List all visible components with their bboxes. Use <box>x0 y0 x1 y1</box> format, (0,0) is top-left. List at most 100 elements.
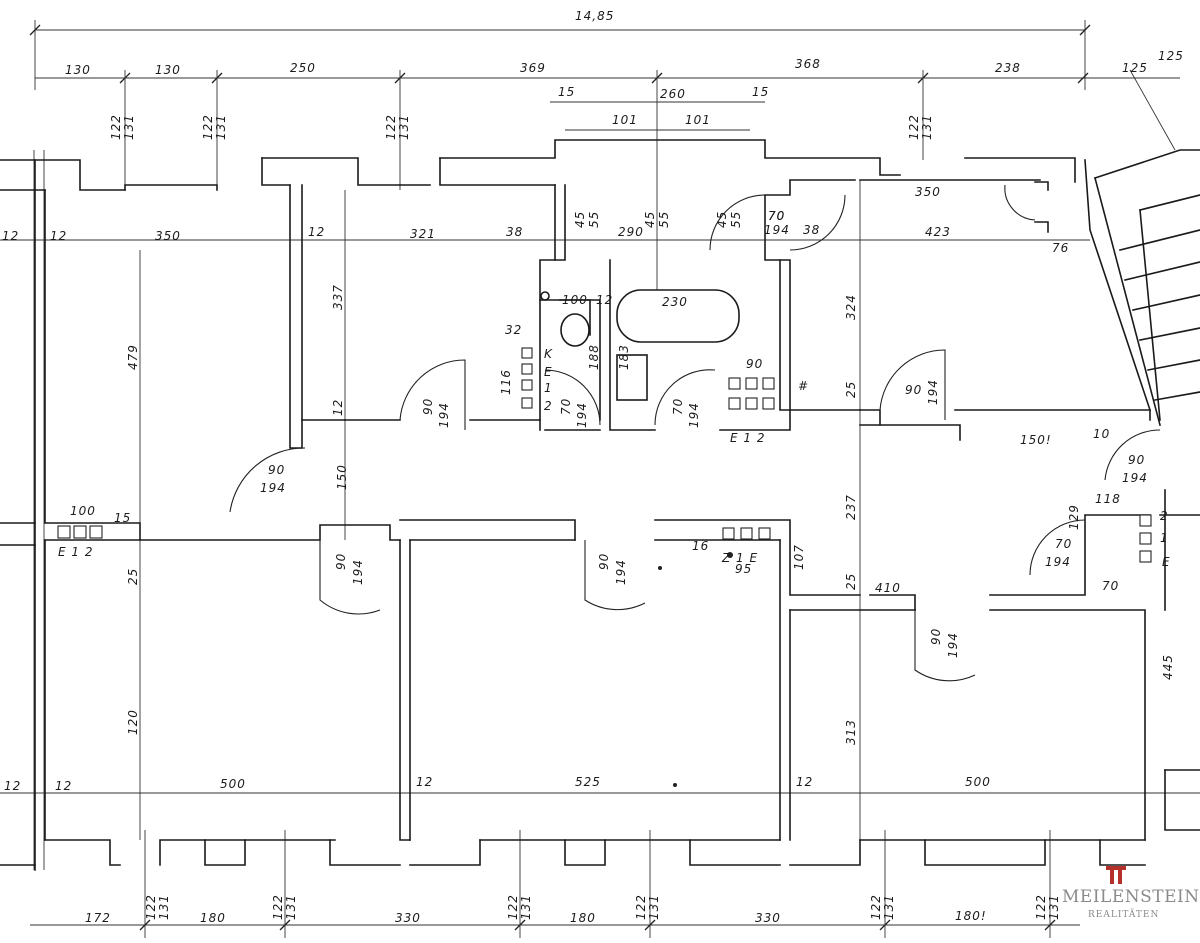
marker-label: E 1 2 <box>730 431 765 445</box>
dim-label: 194 <box>764 223 790 237</box>
logo-name: MEILENSTEIN <box>1062 887 1200 907</box>
dim-label: 100 <box>562 293 588 307</box>
dim-label: 369 <box>520 61 546 75</box>
door-height-label: 194 <box>926 379 940 405</box>
dim-label: 45 <box>715 211 729 228</box>
dim-label: 118 <box>1095 492 1121 506</box>
window-height-label: 122 <box>907 114 921 140</box>
walls <box>0 139 1200 871</box>
door-width-label: 70 <box>768 209 785 223</box>
dim-label: 76 <box>1052 241 1069 255</box>
window-height-label: 122 <box>869 894 883 920</box>
door-width-label: 70 <box>1055 537 1072 551</box>
dim-label: 180 <box>200 911 226 925</box>
dim-label: 130 <box>155 63 181 77</box>
logo-tagline: REALITÄTEN <box>1088 908 1159 920</box>
vent-boxes <box>57 347 1152 787</box>
door-width-label: 70 <box>671 398 685 415</box>
top-dimension-lines <box>0 20 1180 290</box>
dim-label: 12 <box>4 779 21 793</box>
dim-label: 125 <box>1158 49 1184 63</box>
door-width-label: 90 <box>1128 453 1145 467</box>
window-height-label: 131 <box>397 114 411 140</box>
dim-label: 368 <box>795 57 821 71</box>
dim-label: 250 <box>290 61 316 75</box>
dim-label: 479 <box>126 344 140 370</box>
window-height-label: 131 <box>284 894 298 920</box>
dim-label: 15 <box>114 511 131 525</box>
dim-label: 423 <box>925 225 951 239</box>
dim-label: 90 <box>746 357 763 371</box>
door-height-label: 194 <box>575 402 589 428</box>
dim-label: 260 <box>660 87 686 101</box>
window-height-label: 131 <box>519 894 533 920</box>
logo: MEILENSTEIN REALITÄTEN <box>1062 866 1200 920</box>
door-height-label: 194 <box>946 632 960 658</box>
dim-label: 525 <box>575 775 601 789</box>
dim-label: 350 <box>155 229 181 243</box>
window-height-label: 131 <box>882 894 896 920</box>
dim-label: 150 <box>335 464 349 490</box>
dim-label: 290 <box>618 225 644 239</box>
door-height-label: 194 <box>1045 555 1071 569</box>
dim-label: 45 <box>643 211 657 228</box>
window-height-label: 131 <box>122 114 136 140</box>
dim-label: 70 <box>1102 579 1119 593</box>
window-height-label: 122 <box>1034 894 1048 920</box>
dim-label: 25 <box>844 573 858 590</box>
dim-label: 410 <box>875 581 901 595</box>
overall-width-label: 14,85 <box>575 9 614 23</box>
dim-label: 55 <box>657 211 671 228</box>
dim-label: 237 <box>844 494 858 520</box>
dim-label: 337 <box>331 284 345 310</box>
door-width-label: 90 <box>334 553 348 570</box>
door-height-label: 194 <box>437 402 451 428</box>
dim-label: 32 <box>505 323 522 337</box>
door-height-label: 194 <box>1122 471 1148 485</box>
door-width-label: 90 <box>929 628 943 645</box>
window-height-label: 131 <box>647 894 661 920</box>
dim-label: 101 <box>685 113 711 127</box>
door-width-label: 90 <box>421 398 435 415</box>
dim-label: 12 <box>50 229 67 243</box>
dim-label: 12 <box>416 775 433 789</box>
dim-label: 188 <box>587 344 601 370</box>
door-height-label: 194 <box>351 559 365 585</box>
window-height-label: 122 <box>201 114 215 140</box>
dim-label: 120 <box>126 709 140 735</box>
window-height-label: 131 <box>157 894 171 920</box>
dimension-labels: 14,85 130 130 250 369 368 238 125 125 15… <box>2 9 1184 925</box>
dim-label: 12 <box>55 779 72 793</box>
marker-label: E <box>544 365 553 379</box>
dim-label: 12 <box>308 225 325 239</box>
dim-label: 38 <box>803 223 820 237</box>
dim-label: 25 <box>844 381 858 398</box>
dim-label: 95 <box>735 562 752 576</box>
dim-label: 130 <box>65 63 91 77</box>
dim-label: 2 <box>1160 509 1169 523</box>
door-width-label: 90 <box>597 553 611 570</box>
dim-label: 107 <box>792 544 806 570</box>
dim-label: 180 <box>570 911 596 925</box>
door-width-label: 90 <box>268 463 285 477</box>
dim-label: 125 <box>1122 61 1148 75</box>
dim-label: 1 <box>1160 531 1169 545</box>
dim-label: 313 <box>844 719 858 745</box>
marker-label: E 1 2 <box>58 545 93 559</box>
dim-label: 70 <box>768 209 785 223</box>
marker-label: # <box>798 379 809 393</box>
dim-label: 55 <box>587 211 601 228</box>
dim-label: 12 <box>796 775 813 789</box>
logo-mark-icon <box>1106 866 1126 884</box>
dim-label: 330 <box>395 911 421 925</box>
dim-label: 38 <box>506 225 523 239</box>
dim-label: 172 <box>85 911 111 925</box>
dim-label: 25 <box>126 568 140 585</box>
dim-label: 10 <box>1093 427 1110 441</box>
door-swings <box>229 184 1161 682</box>
door-height-label: 194 <box>614 559 628 585</box>
door-width-label: 70 <box>559 398 573 415</box>
dim-label: 12 <box>331 399 345 416</box>
dim-label: 321 <box>410 227 436 241</box>
dim-label: 15 <box>752 85 769 99</box>
